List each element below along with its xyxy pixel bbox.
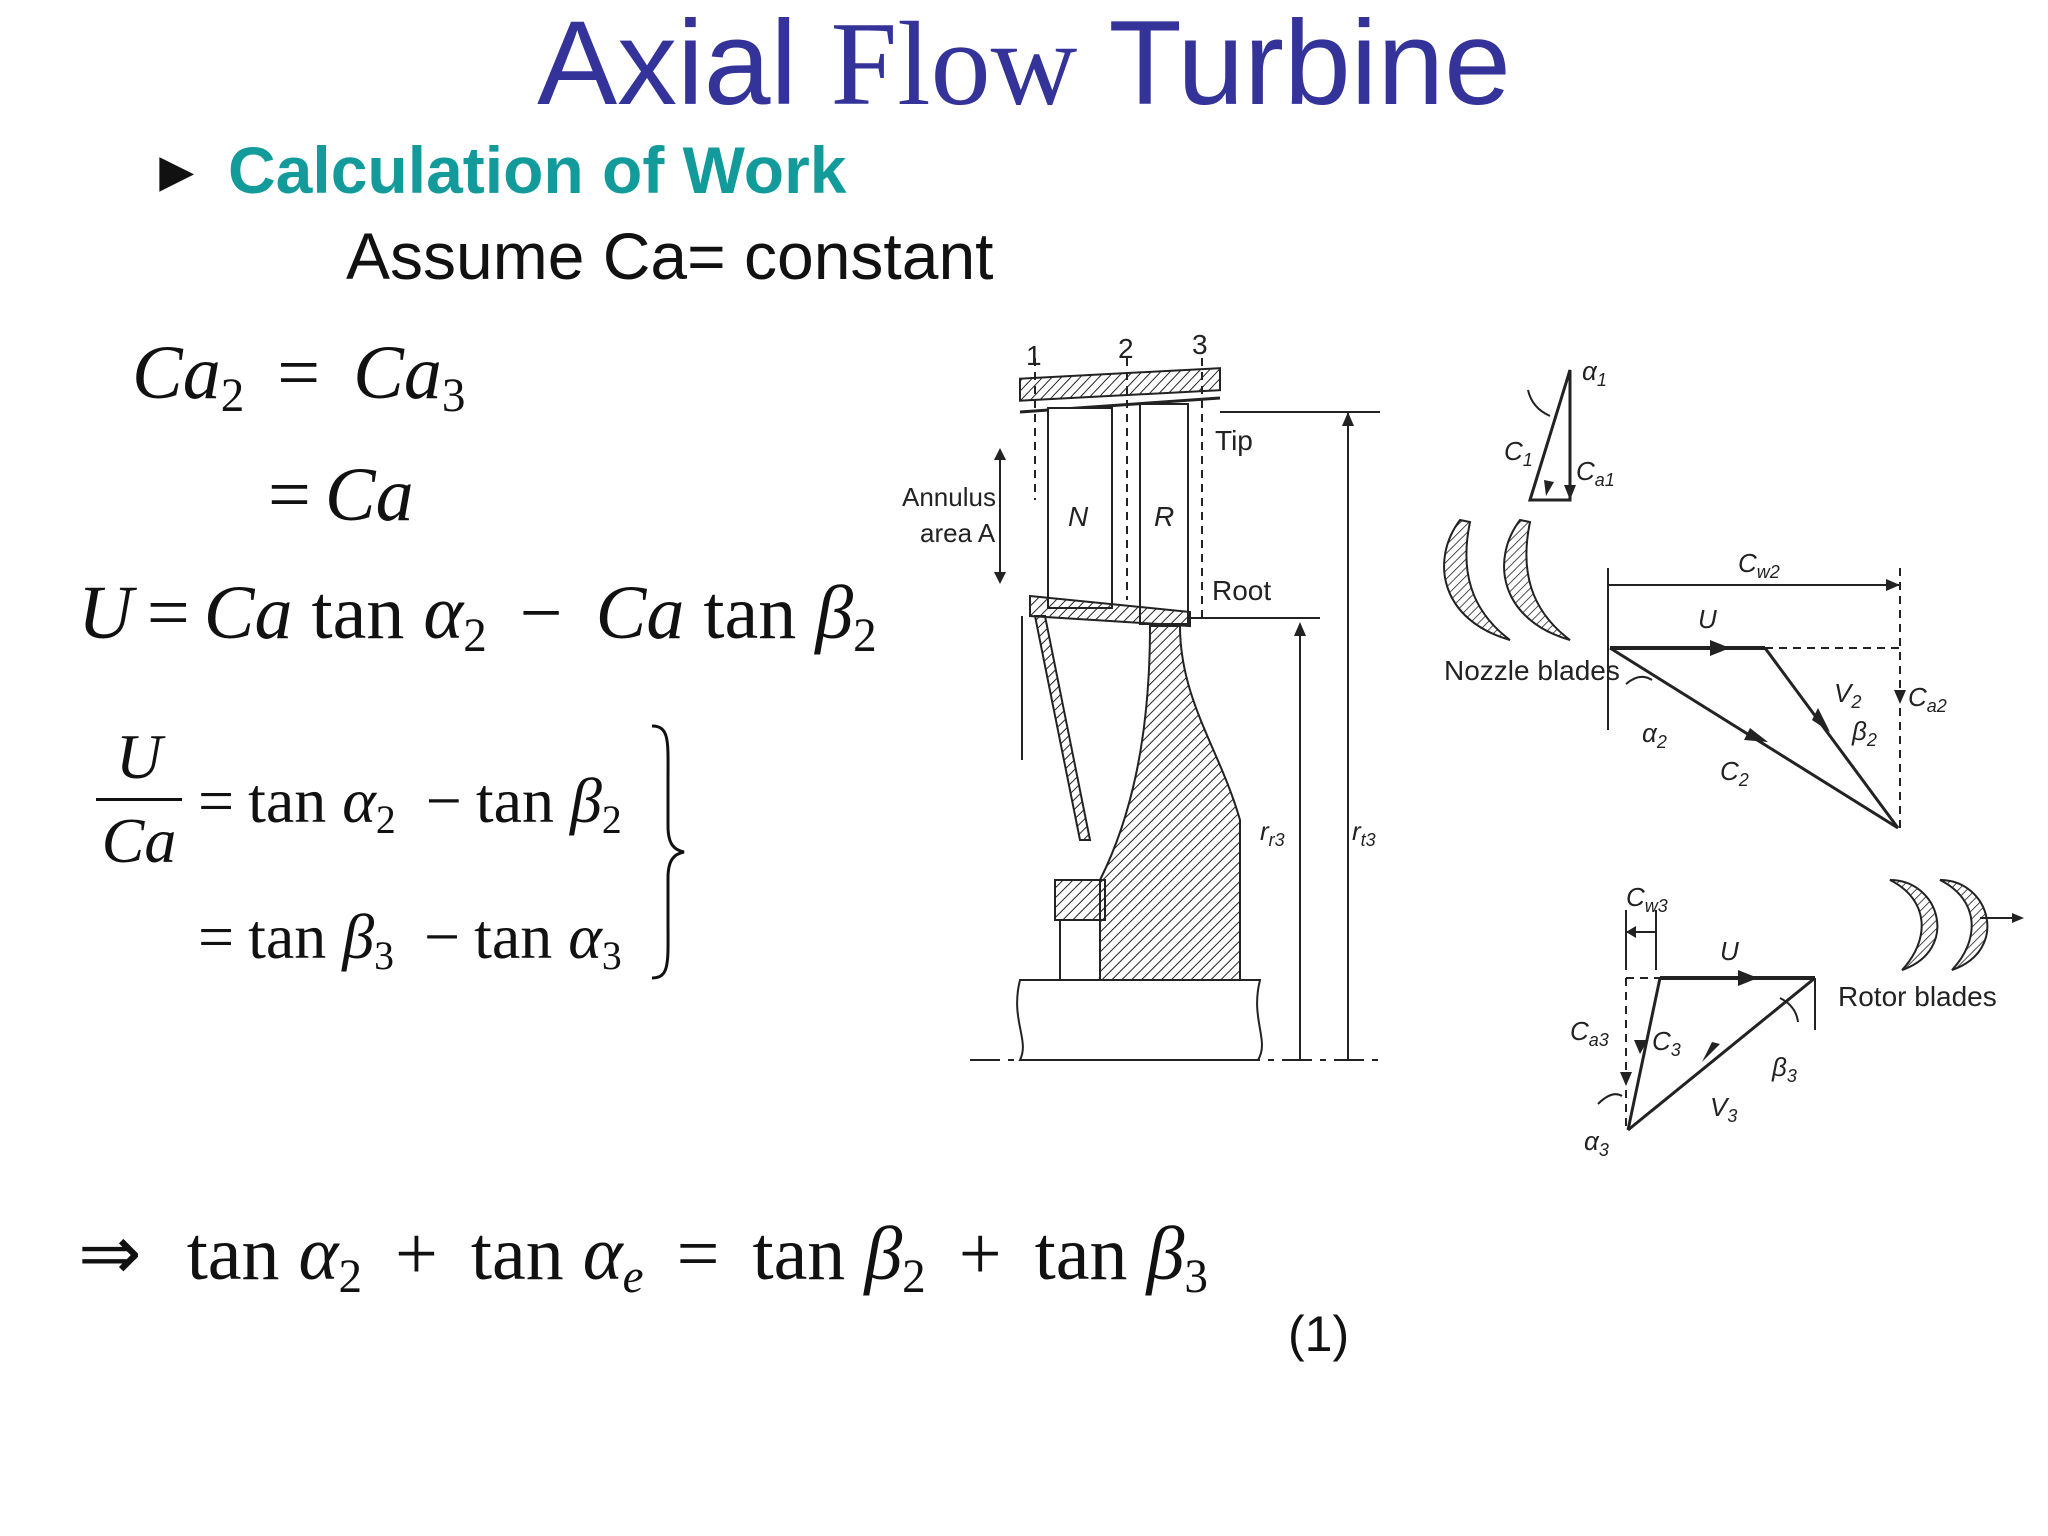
alpha1-label: α1: [1582, 356, 1607, 390]
equation-equals-ca: =Ca: [268, 453, 414, 537]
c1-label: C1: [1504, 436, 1533, 470]
right-brace: [651, 724, 685, 980]
cw3-label: Cw3: [1626, 882, 1668, 916]
rotor-blade-outline: [1139, 403, 1189, 625]
rotor-blade-2: [1939, 879, 1989, 971]
alpha3-label: α3: [1584, 1126, 1609, 1160]
rotor-disc: [1099, 625, 1241, 981]
rotor-blades-label: Rotor blades: [1838, 981, 1997, 1012]
r-tip-label: rt3: [1352, 816, 1376, 850]
beta3-label: β3: [1771, 1052, 1797, 1086]
u-bottom-label: U: [1720, 936, 1739, 966]
equation-line-1: =tan α2 −tan β2: [198, 765, 622, 843]
equation-ca2-ca3: Ca2 = Ca3: [132, 331, 466, 423]
page-title: Axial Flow Turbine: [0, 0, 2048, 127]
ca3-label: Ca3: [1570, 1016, 1609, 1050]
c2-label: C2: [1720, 756, 1749, 790]
annulus-label-line2: area A: [920, 518, 996, 548]
turbine-stage-diagram: 1 2 3 N R Annulus area A Tip Root rr3 rt…: [902, 329, 1380, 1061]
shaft: [1016, 979, 1263, 1061]
r-root-label: rr3: [1260, 816, 1285, 850]
section-subtitle: Calculation of Work: [228, 133, 847, 207]
beta2-label: β2: [1851, 716, 1877, 750]
v3-label: V3: [1710, 1092, 1737, 1126]
bullet-arrow-icon: ►: [148, 139, 206, 204]
cw2-label: Cw2: [1738, 548, 1780, 582]
station-1-label: 1: [1026, 340, 1042, 371]
station-2-label: 2: [1118, 333, 1134, 364]
rotor-blade-1: [1889, 879, 1939, 971]
title-word-flow: Flow: [830, 0, 1078, 130]
alpha2-label: α2: [1642, 718, 1667, 752]
title-word-turbine: Turbine: [1108, 0, 1511, 130]
fraction-bar: [96, 798, 182, 801]
c3-label: C3: [1652, 1026, 1681, 1060]
title-word-axial: Axial: [537, 0, 798, 130]
tip-label: Tip: [1215, 425, 1253, 456]
annulus-label-line1: Annulus: [902, 482, 996, 512]
assumption-text: Assume Ca= constant: [346, 219, 994, 293]
fraction-denominator: Ca: [101, 805, 177, 876]
nozzle-blade-outline: [1047, 407, 1113, 609]
station-3-label: 3: [1192, 329, 1208, 360]
nozzle-letter: N: [1068, 501, 1089, 532]
nozzle-blades-label: Nozzle blades: [1444, 655, 1620, 686]
nozzle-blade-2: [1503, 518, 1571, 641]
rotor-letter: R: [1154, 501, 1174, 532]
velocity-triangles-diagram: α1 C1 Ca1 Nozzle blades Cw2 U Ca2 V2 β2 …: [1443, 356, 2024, 1160]
root-label: Root: [1212, 575, 1271, 606]
ca2-label: Ca2: [1908, 682, 1947, 716]
casing-hatch: [1019, 367, 1221, 402]
ca1-label: Ca1: [1576, 456, 1615, 490]
equation-blade-speed: U=Ca tan α2 − Ca tan β2: [78, 571, 877, 663]
fraction-numerator: U: [115, 721, 163, 792]
u-top-label: U: [1698, 604, 1717, 634]
v2-label: V2: [1834, 678, 1861, 712]
equation-result: ⇒ tan α2 + tan αe = tan β2 + tan β3: [78, 1212, 1208, 1304]
nozzle-blade-1: [1443, 518, 1511, 641]
equation-number: (1): [1288, 1306, 1350, 1362]
equation-line-2: =tan β3 −tan α3: [198, 901, 622, 979]
